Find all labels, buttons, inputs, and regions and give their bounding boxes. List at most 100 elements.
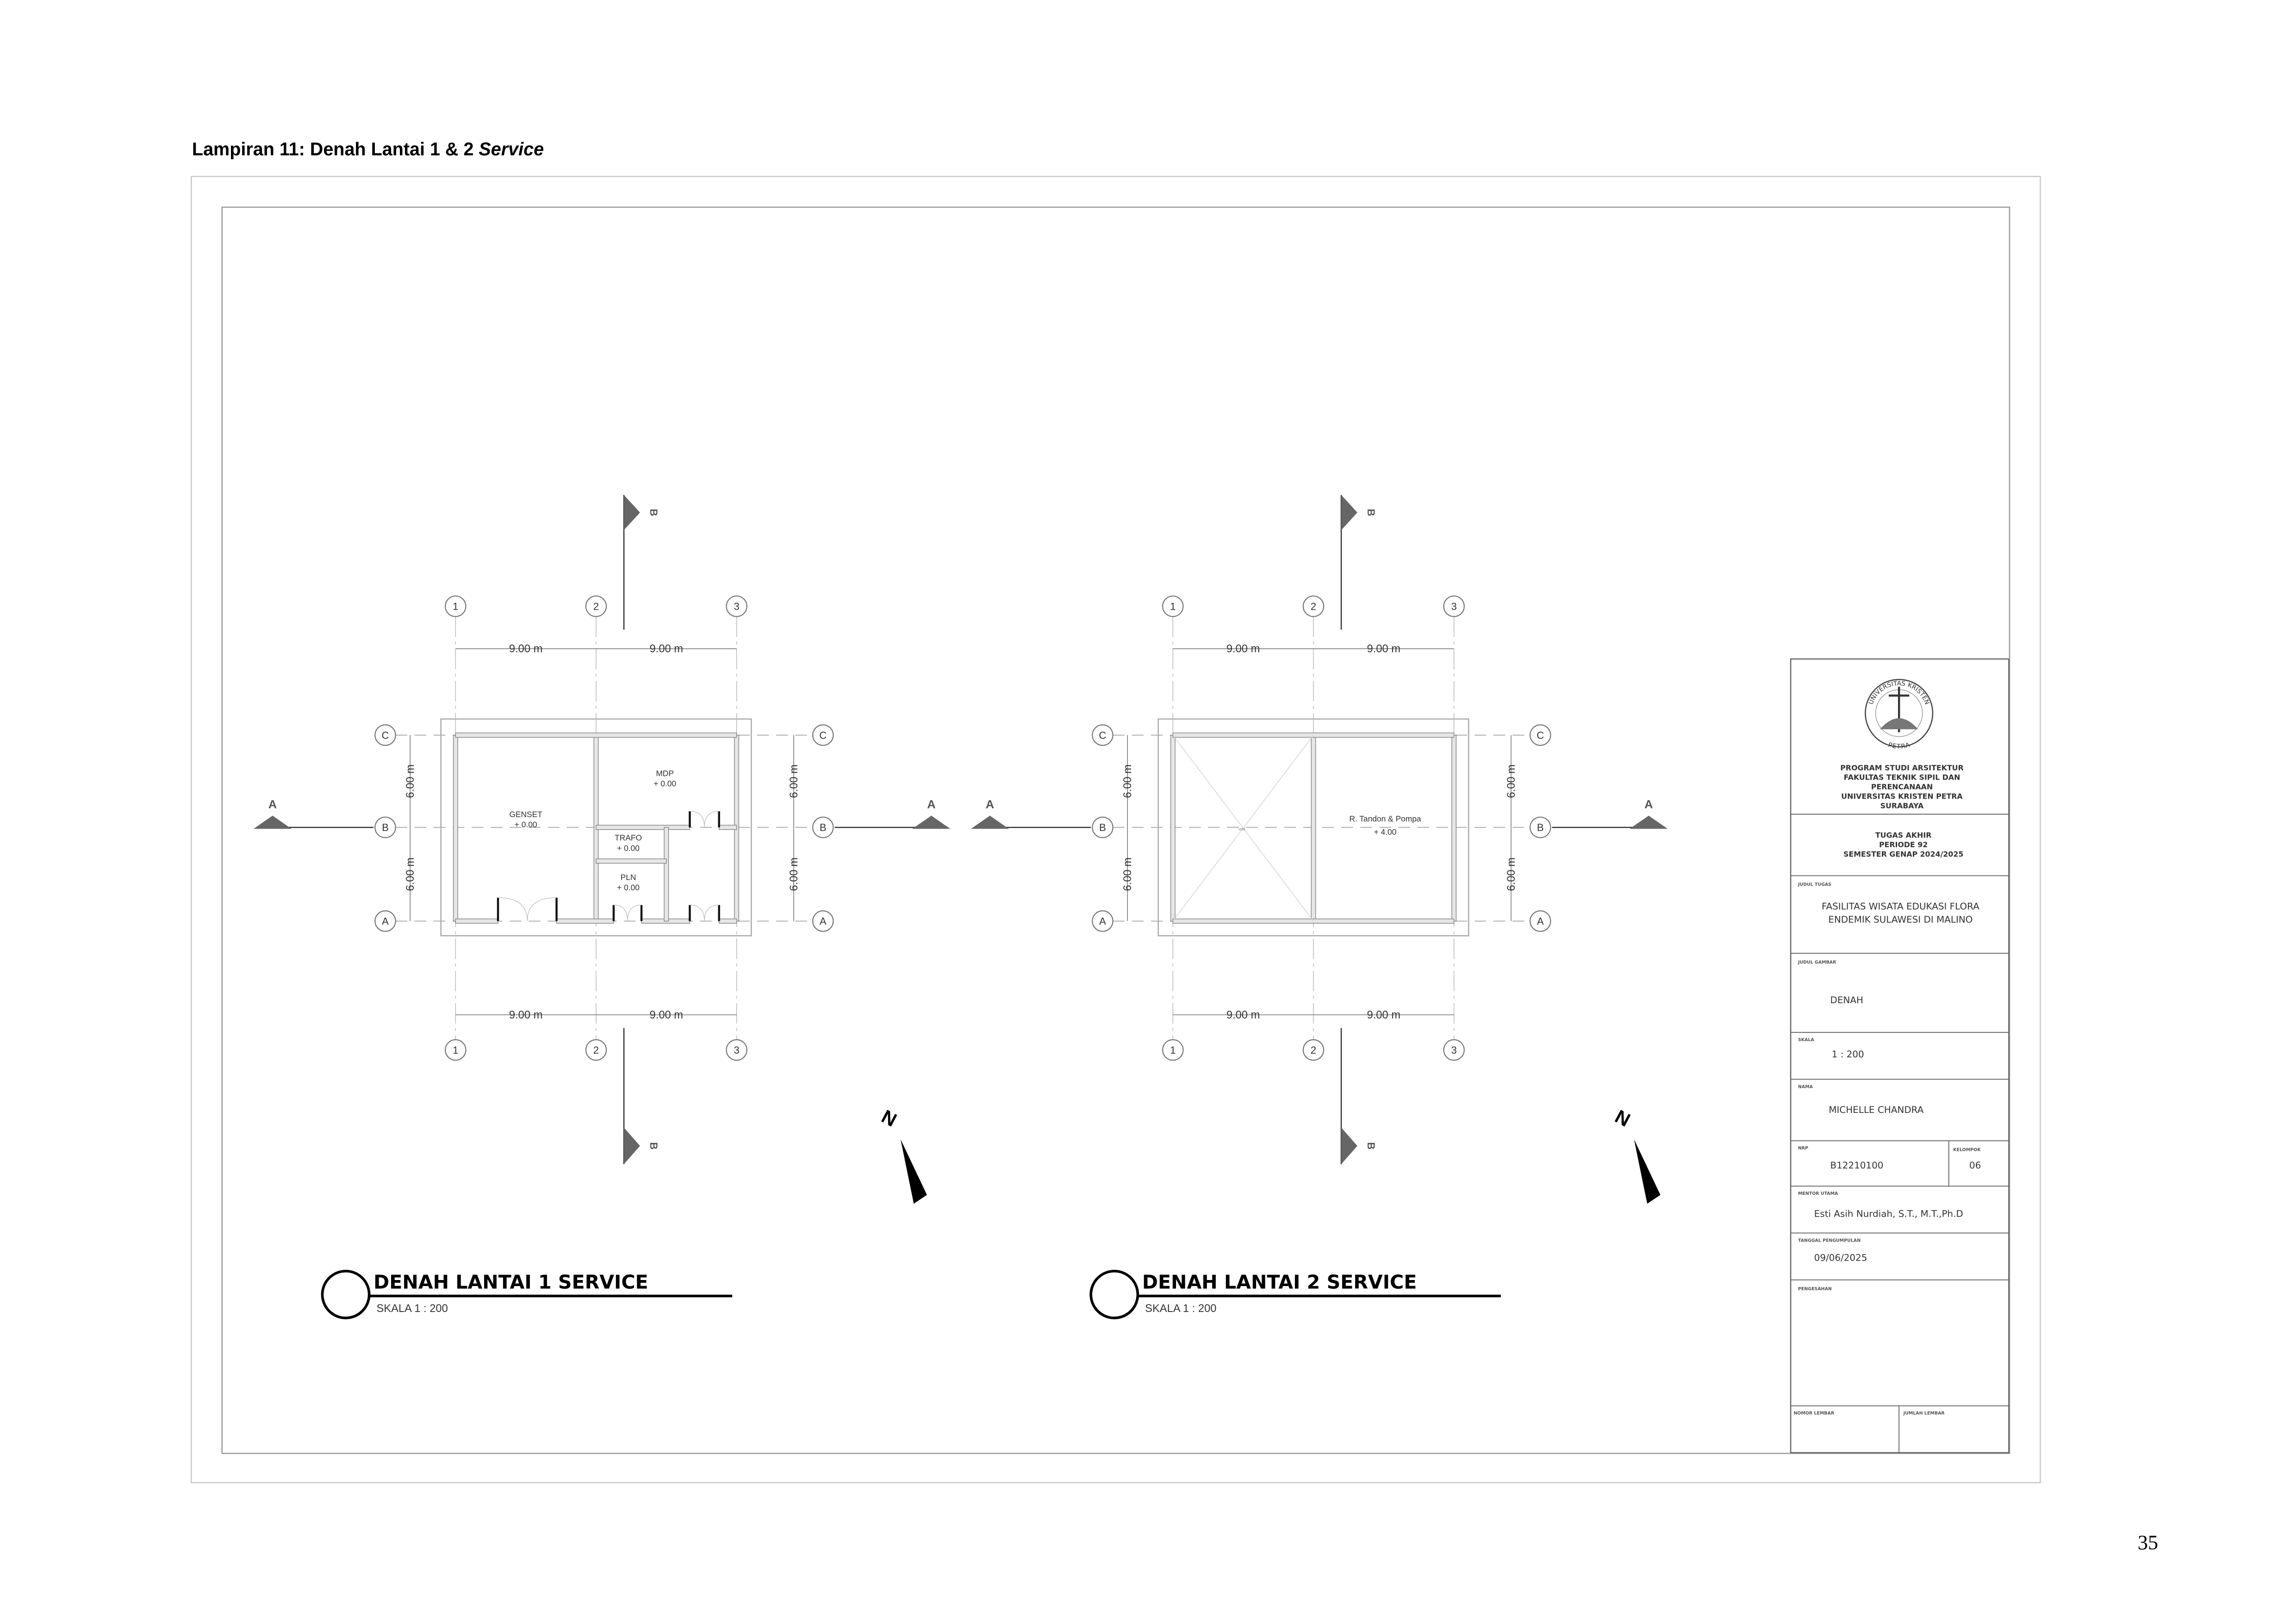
room-name: R. Tandon & Pompa: [1349, 814, 1421, 824]
judul-gambar-label: JUDUL GAMBAR: [1798, 960, 1836, 965]
skala-value: 1 : 200: [1832, 1049, 1864, 1060]
drawing-scale: SKALA 1 : 200: [1145, 1303, 1216, 1315]
drawing-title-bubble: [321, 1269, 371, 1319]
program-line: PERIODE 92: [1879, 840, 1928, 849]
room-level: + 0.00: [653, 779, 676, 788]
door-swing: [690, 811, 719, 828]
grid-bubble: [726, 595, 747, 617]
nrp-value: B12210100: [1830, 1160, 1884, 1171]
section-label-b: B: [648, 509, 660, 516]
grid-label: A: [1537, 916, 1544, 927]
section-marker-icon: [1341, 495, 1357, 531]
drawing-title: DENAH LANTAI 2 SERVICE: [1142, 1271, 1417, 1293]
institution-line: UNIVERSITAS KRISTEN PETRA: [1841, 792, 1963, 801]
grid-bubble: [726, 1039, 747, 1061]
grid-bubble: [585, 1039, 607, 1061]
section-marker-icon: [253, 815, 292, 829]
door-swing: [498, 897, 557, 921]
drawing-title-bubble: [1089, 1269, 1139, 1319]
north-label: N: [1612, 1106, 1634, 1131]
wall: [596, 858, 667, 864]
nrp-label: NRP: [1798, 1146, 1808, 1151]
grid-bubble: [1302, 595, 1325, 617]
program-line: SEMESTER GENAP 2024/2025: [1843, 849, 1963, 858]
room-name: MDP: [656, 769, 674, 778]
room-level: + 4.00: [1374, 827, 1397, 837]
grid-bubble: [1162, 1039, 1184, 1061]
pengesahan-label: PENGESAHAN: [1798, 1287, 1832, 1292]
north-label: N: [878, 1106, 900, 1131]
institution-line: SURABAYA: [1880, 801, 1924, 810]
wall: [664, 827, 669, 922]
drawing-title: DENAH LANTAI 1 SERVICE: [373, 1271, 648, 1293]
dimension-label: 9.00 m: [509, 643, 543, 655]
grid-label: 3: [1451, 600, 1456, 612]
grid-label: 1: [1170, 600, 1176, 612]
room-level: + 0.00: [515, 820, 537, 829]
door-swing: [613, 905, 642, 921]
wall: [453, 735, 458, 922]
grid-label: B: [1537, 822, 1544, 833]
dimension-label: 9.00 m: [1367, 1009, 1401, 1021]
svg-text:PETRA: PETRA: [1887, 741, 1911, 750]
section-marker-icon: [624, 495, 640, 531]
mentor-label: MENTOR UTAMA: [1798, 1191, 1838, 1196]
judul-gambar-value: DENAH: [1830, 995, 1863, 1006]
kelompok-value: 06: [1969, 1160, 1981, 1171]
grid-bubble: [374, 910, 396, 932]
inner-frame: [221, 206, 2010, 1454]
wall: [596, 824, 691, 830]
dimension-label: 9.00 m: [1226, 1009, 1260, 1021]
section-marker-icon: [912, 815, 951, 829]
grid-label: 3: [1451, 1044, 1456, 1056]
program-block: TUGAS AKHIR PERIODE 92 SEMESTER GENAP 20…: [1843, 831, 1963, 858]
grid-label: C: [1099, 730, 1106, 741]
grid-label: B: [382, 822, 389, 833]
wall: [1451, 735, 1456, 922]
judul-tugas-label: JUDUL TUGAS: [1798, 882, 1831, 887]
section-label-b: B: [648, 1142, 660, 1149]
north-arrow-icon: [1634, 1139, 1661, 1204]
judul-tugas-line-1: FASILITAS WISATA EDUKASI FLORA: [1822, 901, 1979, 912]
dimension-label: 9.00 m: [1367, 643, 1401, 655]
grid-bubble: [1092, 816, 1114, 838]
institution-line: PROGRAM STUDI ARSITEKTUR: [1840, 763, 1963, 772]
grid-bubble: [1443, 1039, 1465, 1061]
section-label-a: A: [268, 798, 277, 811]
dimension-label: 6.00 m: [1122, 857, 1134, 891]
grid-label: 2: [1311, 1044, 1316, 1056]
grid-label: B: [1099, 822, 1106, 833]
void-cross: [1172, 735, 1314, 922]
tanggal-value: 09/06/2025: [1814, 1253, 1867, 1263]
section-label-a: A: [927, 798, 935, 811]
grid-bubble: [1529, 724, 1551, 746]
grid-label: C: [381, 730, 389, 741]
grid-bubble: [1443, 595, 1465, 617]
institution-line: PERENCANAAN: [1871, 782, 1933, 791]
wall: [1172, 918, 1455, 924]
grid-label: 1: [1170, 1044, 1176, 1056]
judul-tugas-line-2: ENDEMIK SULAWESI DI MALINO: [1828, 914, 1972, 925]
tanggal-label: TANGGAL PENGUMPULAN: [1798, 1238, 1860, 1243]
section-label-b: B: [1365, 509, 1377, 516]
section-marker-icon: [971, 815, 1009, 829]
wall: [556, 918, 614, 924]
dimension-label: 6.00 m: [1506, 857, 1518, 891]
page-number: 35: [2138, 1531, 2158, 1554]
grid-label: C: [1537, 730, 1544, 741]
grid-label: B: [820, 822, 827, 833]
grid-label: 3: [734, 600, 739, 612]
grid-bubble: [1162, 595, 1184, 617]
dimension-label: 6.00 m: [788, 857, 800, 891]
grid-bubble: [585, 595, 607, 617]
door-swing: [690, 905, 719, 921]
grid-label: 3: [734, 1044, 739, 1056]
institution-block: PROGRAM STUDI ARSITEKTUR FAKULTAS TEKNIK…: [1840, 763, 1963, 810]
grid-label: 2: [1311, 600, 1316, 612]
logo-text-bottom: PETRA: [1887, 741, 1911, 750]
room-name: GENSET: [509, 810, 542, 819]
